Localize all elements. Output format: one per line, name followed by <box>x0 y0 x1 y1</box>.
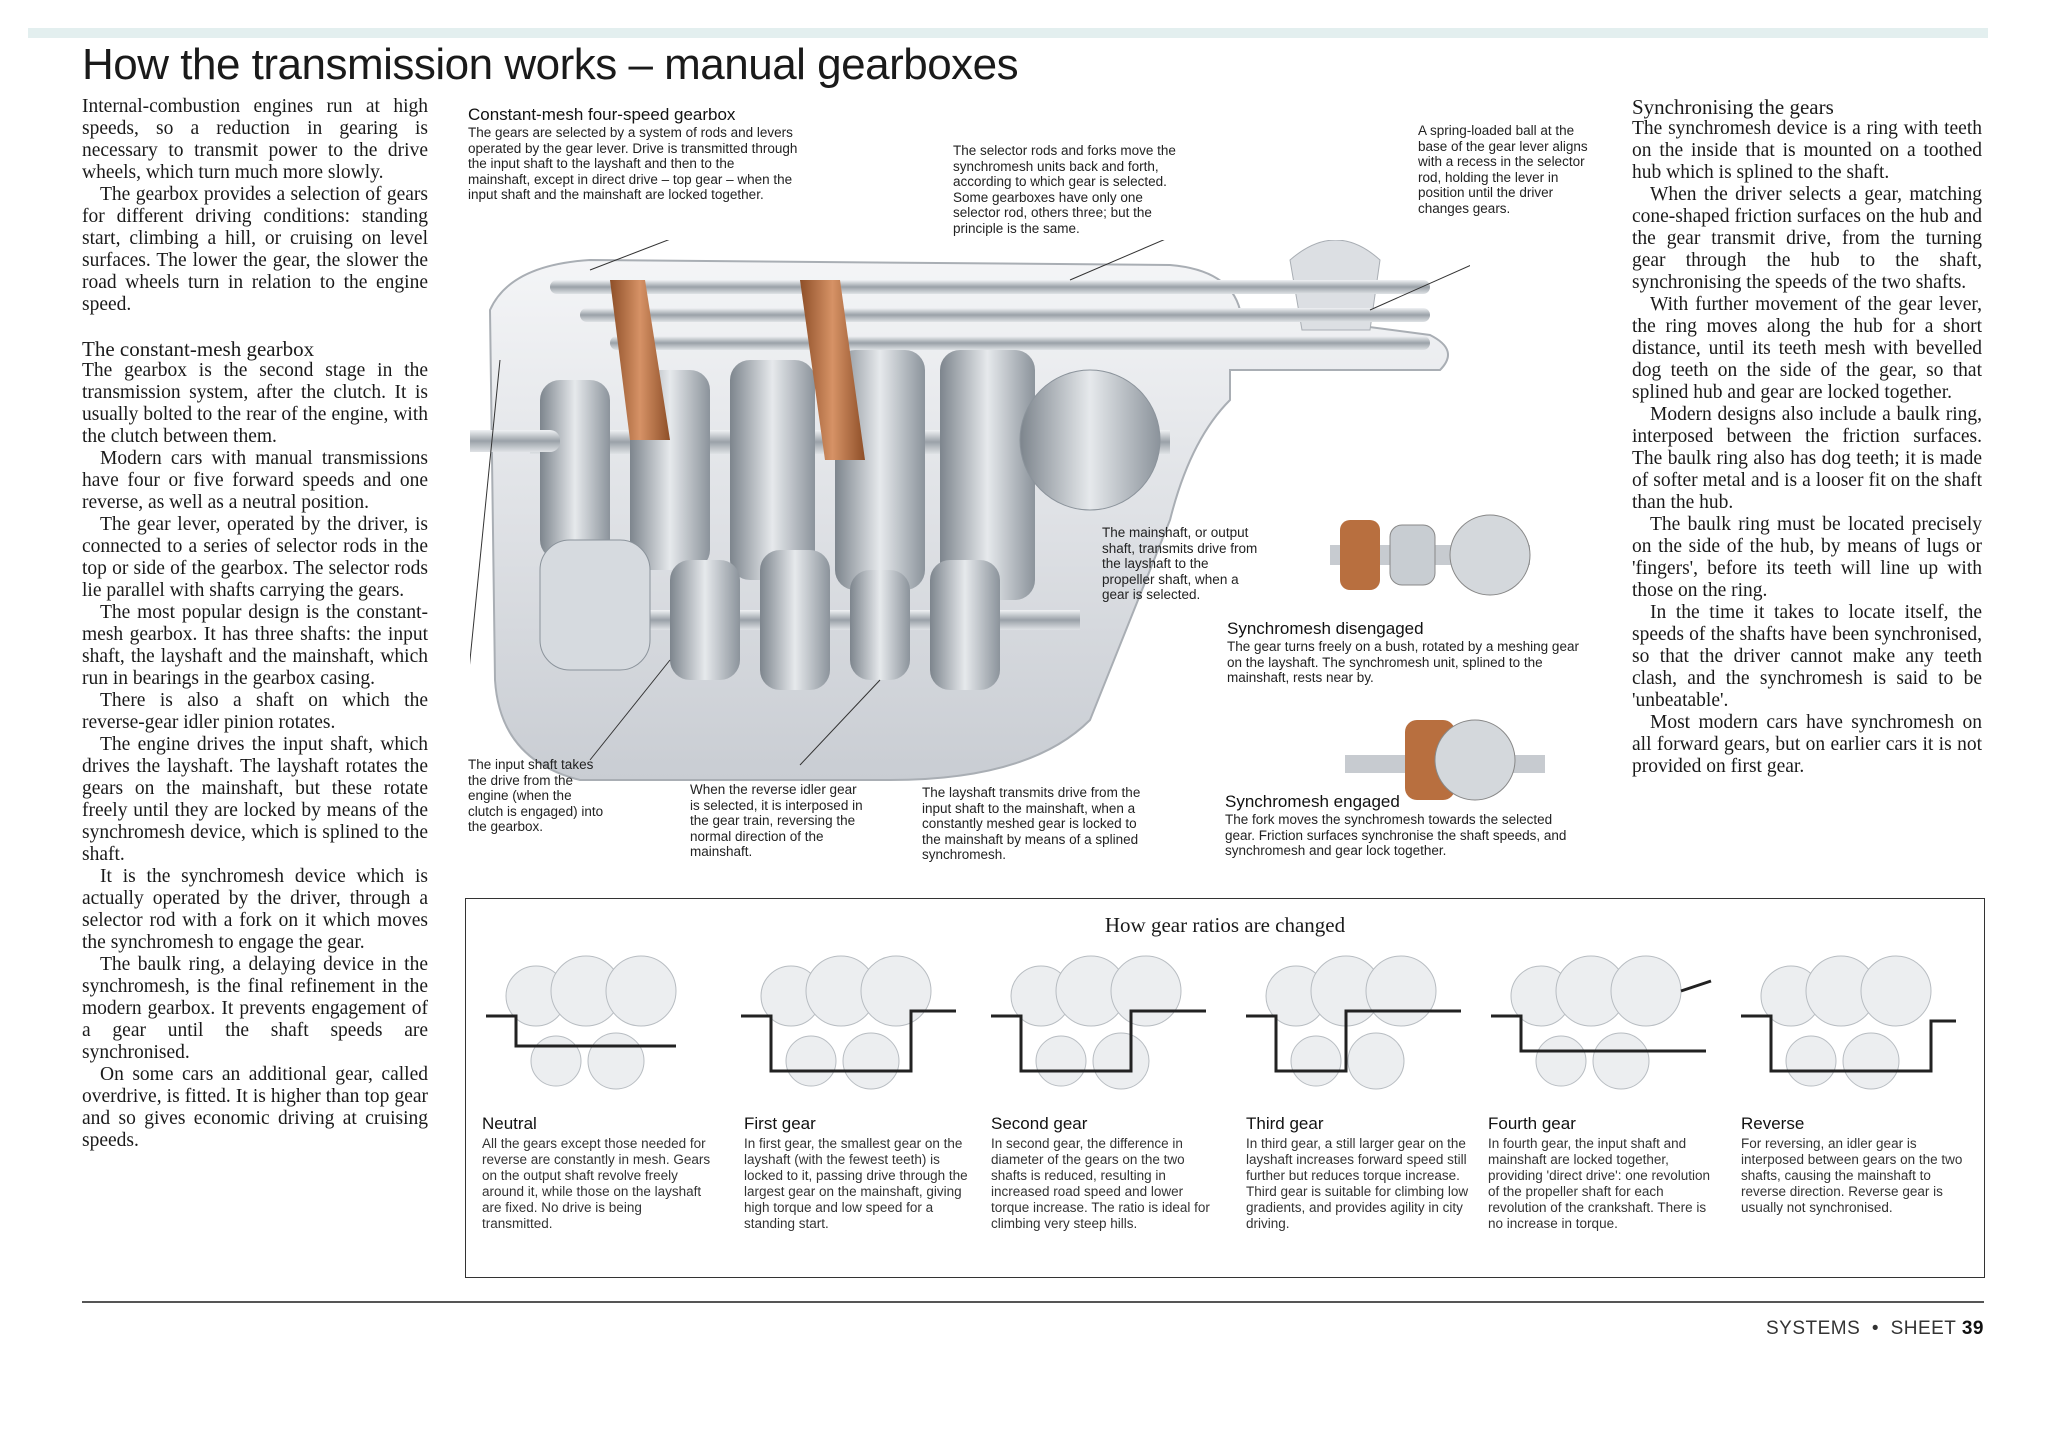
left-paragraph-5: There is also a shaft on which the rever… <box>82 690 428 733</box>
second-gear-diagram <box>991 955 1206 1090</box>
footer-sheet-number: 39 <box>1961 1318 1984 1339</box>
third-gear-diagram <box>1246 955 1461 1090</box>
mainshaft-caption: The mainshaft, or output shaft, transmit… <box>1102 525 1258 602</box>
layshaft-gears <box>539 539 1080 690</box>
reverse-diagram <box>1741 955 1956 1090</box>
synchromesh-engaged-caption: Synchromesh engaged The fork moves the s… <box>1225 792 1585 859</box>
stage-text: In third gear, a still larger gear on th… <box>1246 1136 1469 1231</box>
fourth-gear-diagram <box>1491 955 1712 1090</box>
right-paragraph-6: In the time it takes to locate itself, t… <box>1632 602 1982 711</box>
layshaft-caption: The layshaft transmits drive from the in… <box>922 785 1141 862</box>
right-paragraph-2: When the driver selects a gear, matching… <box>1632 184 1982 293</box>
synchromesh-disengaged-image <box>1330 514 1531 596</box>
intro-paragraph-2: The gearbox provides a selection of gear… <box>82 184 428 315</box>
gear-ratios-panel: How gear ratios are changed Neutral All … <box>465 898 1985 1278</box>
left-text-column: Internal-combustion engines run at high … <box>82 96 428 1152</box>
footer-rule <box>82 1301 1984 1303</box>
right-paragraph-3: With further movement of the gear lever,… <box>1632 294 1982 403</box>
disengaged-text: The gear turns freely on a bush, rotated… <box>1227 639 1579 685</box>
stage-third-gear: Third gear In third gear, a still larger… <box>1246 1114 1476 1232</box>
stage-title: First gear <box>744 1114 816 1133</box>
constant-mesh-caption-text: The gears are selected by a system of ro… <box>468 125 798 202</box>
footer-section: SYSTEMS <box>1765 1318 1861 1339</box>
spring-ball-caption: A spring-loaded ball at the base of the … <box>1418 123 1588 216</box>
left-paragraph-6: The engine drives the input shaft, which… <box>82 734 428 865</box>
left-paragraph-3: The gear lever, operated by the driver, … <box>82 514 428 601</box>
stage-title: Second gear <box>991 1114 1088 1133</box>
stage-text: All the gears except those needed for re… <box>482 1136 711 1231</box>
footer-sheet-label: SHEET <box>1890 1318 1957 1339</box>
stage-text: In second gear, the difference in diamet… <box>991 1136 1210 1231</box>
stage-text: In fourth gear, the input shaft and main… <box>1488 1136 1711 1231</box>
stage-title: Fourth gear <box>1488 1114 1576 1133</box>
right-paragraph-1: The synchromesh device is a ring with te… <box>1632 118 1982 183</box>
stage-first-gear: First gear In first gear, the smallest g… <box>744 1114 974 1232</box>
disengaged-title: Synchromesh disengaged <box>1227 619 1424 638</box>
right-paragraph-7: Most modern cars have synchromesh on all… <box>1632 712 1982 777</box>
engaged-title: Synchromesh engaged <box>1225 792 1400 811</box>
stage-reverse: Reverse For reversing, an idler gear is … <box>1741 1114 1966 1216</box>
right-paragraph-5: The baulk ring must be located precisely… <box>1632 514 1982 601</box>
left-paragraph-2: Modern cars with manual transmissions ha… <box>82 448 428 513</box>
left-paragraph-1: The gearbox is the second stage in the t… <box>82 360 428 447</box>
synchromesh-disengaged-caption: Synchromesh disengaged The gear turns fr… <box>1227 619 1587 686</box>
constant-mesh-heading: The constant-mesh gearbox <box>82 337 315 361</box>
selector-rods-caption: The selector rods and forks move the syn… <box>953 143 1176 236</box>
stage-fourth-gear: Fourth gear In fourth gear, the input sh… <box>1488 1114 1718 1232</box>
right-text-column: Synchronising the gears The synchromesh … <box>1632 96 1982 778</box>
footer-separator: • <box>1871 1318 1879 1339</box>
first-gear-diagram <box>741 955 956 1090</box>
input-shaft-caption: The input shaft takes the drive from the… <box>468 757 604 834</box>
reverse-idler-caption: When the reverse idler gear is selected,… <box>690 782 863 859</box>
left-paragraph-8: The baulk ring, a delaying device in the… <box>82 954 428 1063</box>
synchronising-heading: Synchronising the gears <box>1632 95 1834 119</box>
gearbox-illustration <box>470 240 1470 781</box>
engaged-text: The fork moves the synchromesh towards t… <box>1225 812 1567 858</box>
neutral-diagram <box>486 955 677 1090</box>
page-title: How the transmission works – manual gear… <box>82 40 1019 89</box>
gear-ratios-title: How gear ratios are changed <box>1104 913 1346 937</box>
left-paragraph-4: The most popular design is the constant-… <box>82 602 428 689</box>
constant-mesh-caption: Constant-mesh four-speed gearbox The gea… <box>468 105 798 203</box>
constant-mesh-caption-title: Constant-mesh four-speed gearbox <box>468 105 736 124</box>
stage-title: Reverse <box>1741 1114 1805 1133</box>
synchromesh-engaged-image <box>1345 719 1545 801</box>
stage-second-gear: Second gear In second gear, the differen… <box>991 1114 1221 1232</box>
left-paragraph-7: It is the synchromesh device which is ac… <box>82 866 428 953</box>
stage-neutral: Neutral All the gears except those neede… <box>482 1114 712 1232</box>
stage-title: Third gear <box>1246 1114 1324 1133</box>
top-color-band <box>28 28 1988 38</box>
intro-paragraph-1: Internal-combustion engines run at high … <box>82 96 428 183</box>
page-footer: SYSTEMS • SHEET 39 <box>1766 1318 1984 1340</box>
right-paragraph-4: Modern designs also include a baulk ring… <box>1632 404 1982 513</box>
left-paragraph-9: On some cars an additional gear, called … <box>82 1064 428 1151</box>
stage-title: Neutral <box>482 1114 537 1133</box>
stage-text: For reversing, an idler gear is interpos… <box>1741 1136 1963 1215</box>
mainshaft-gears <box>530 350 1170 600</box>
stage-text: In first gear, the smallest gear on the … <box>744 1136 968 1231</box>
